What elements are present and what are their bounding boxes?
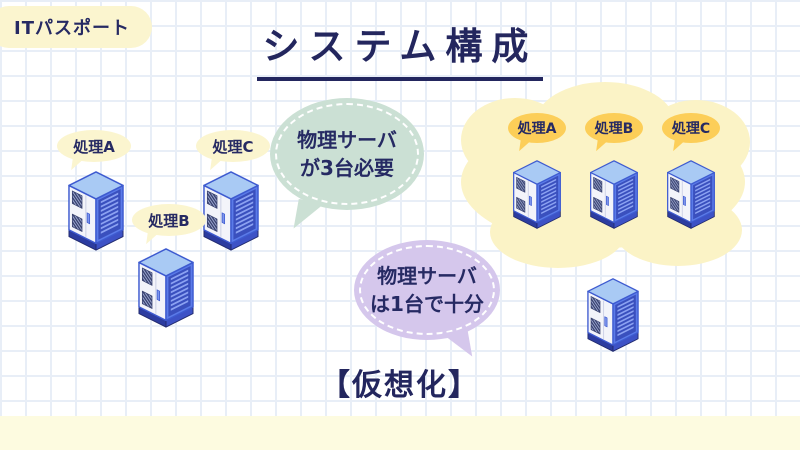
after-bubble: 物理サーバ は1台で十分: [354, 240, 500, 362]
virtual-server-b-label: 処理B: [585, 113, 643, 143]
bubble-line: は1台で十分: [370, 292, 484, 316]
bubble-tail: [441, 328, 473, 362]
page-title-text: システム構成: [256, 16, 544, 81]
before-bubble: 物理サーバ が3台必要: [270, 98, 424, 234]
label-text: 処理C: [671, 121, 711, 137]
server-icon: [512, 159, 562, 231]
site-badge: ITパスポート: [0, 6, 152, 48]
bubble-line: が3台必要: [300, 156, 394, 180]
physical-server-icon: [586, 277, 640, 354]
label-text: 処理B: [594, 121, 634, 137]
server-icon: [202, 170, 260, 253]
server-icon: [666, 159, 716, 231]
page-title: システム構成: [0, 16, 800, 81]
virtual-server-a-label: 処理A: [508, 113, 566, 143]
label-text: 処理B: [148, 211, 190, 230]
server-c-label: 処理C: [196, 130, 270, 162]
bottom-decoration-strip: [0, 416, 800, 450]
label-text: 処理A: [73, 137, 115, 156]
caption-text: 【仮想化】: [320, 368, 480, 403]
bubble-line: 物理サーバ: [297, 128, 397, 152]
virtual-server-c-label: 処理C: [662, 113, 720, 143]
label-text: 処理C: [212, 137, 254, 156]
server-b-label: 処理B: [132, 204, 206, 236]
badge-label: ITパスポート: [14, 18, 130, 39]
server-a-label: 処理A: [57, 130, 131, 162]
virtualization-caption: 【仮想化】: [0, 360, 800, 404]
label-text: 処理A: [517, 121, 557, 137]
bubble-line: 物理サーバ: [377, 264, 477, 288]
server-icon: [589, 159, 639, 231]
bubble-tail: [293, 198, 325, 234]
server-icon: [67, 170, 125, 253]
server-icon: [137, 247, 195, 330]
